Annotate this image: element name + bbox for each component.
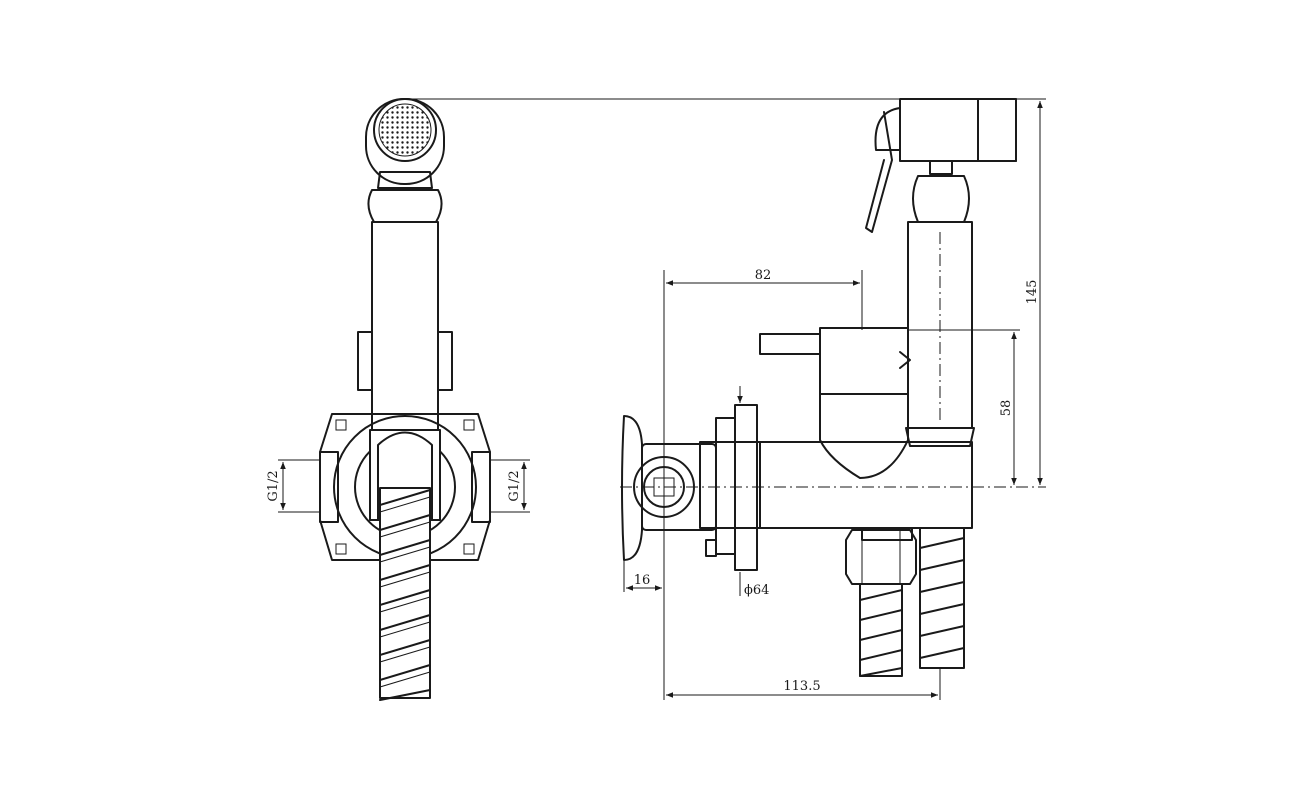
label-thread-left: G1/2	[266, 470, 281, 501]
label-113-5: 113.5	[783, 679, 820, 694]
dim-113-5: 113.5	[666, 668, 941, 700]
label-thread-right: G1/2	[507, 470, 522, 501]
label-58: 58	[999, 400, 1014, 417]
valve-lever	[759, 327, 911, 395]
label-16: 16	[634, 573, 651, 588]
dim-thread-right: G1/2	[490, 459, 530, 513]
dim-thread-left: G1/2	[266, 459, 320, 513]
dim-58: 58	[908, 329, 1020, 485]
dim-phi64: ϕ64	[737, 386, 769, 598]
label-145: 145	[1025, 280, 1040, 305]
valve-body	[699, 393, 973, 529]
hex-nuts	[845, 527, 917, 585]
front-view: G1/2 G1/2	[266, 98, 530, 701]
hose-front	[379, 487, 431, 701]
side-view: 82 145 58 16 ϕ64 113.5	[620, 98, 1046, 700]
label-phi64: ϕ64	[744, 583, 769, 598]
dim-16: 16	[623, 560, 662, 592]
dim-82: 82	[663, 268, 863, 700]
hoses-side	[859, 527, 965, 677]
handle-body-front	[371, 221, 439, 431]
wall-connector	[621, 415, 717, 561]
spray-head-side	[865, 98, 1017, 233]
dim-145: 145	[1025, 101, 1043, 485]
label-82: 82	[755, 268, 772, 283]
